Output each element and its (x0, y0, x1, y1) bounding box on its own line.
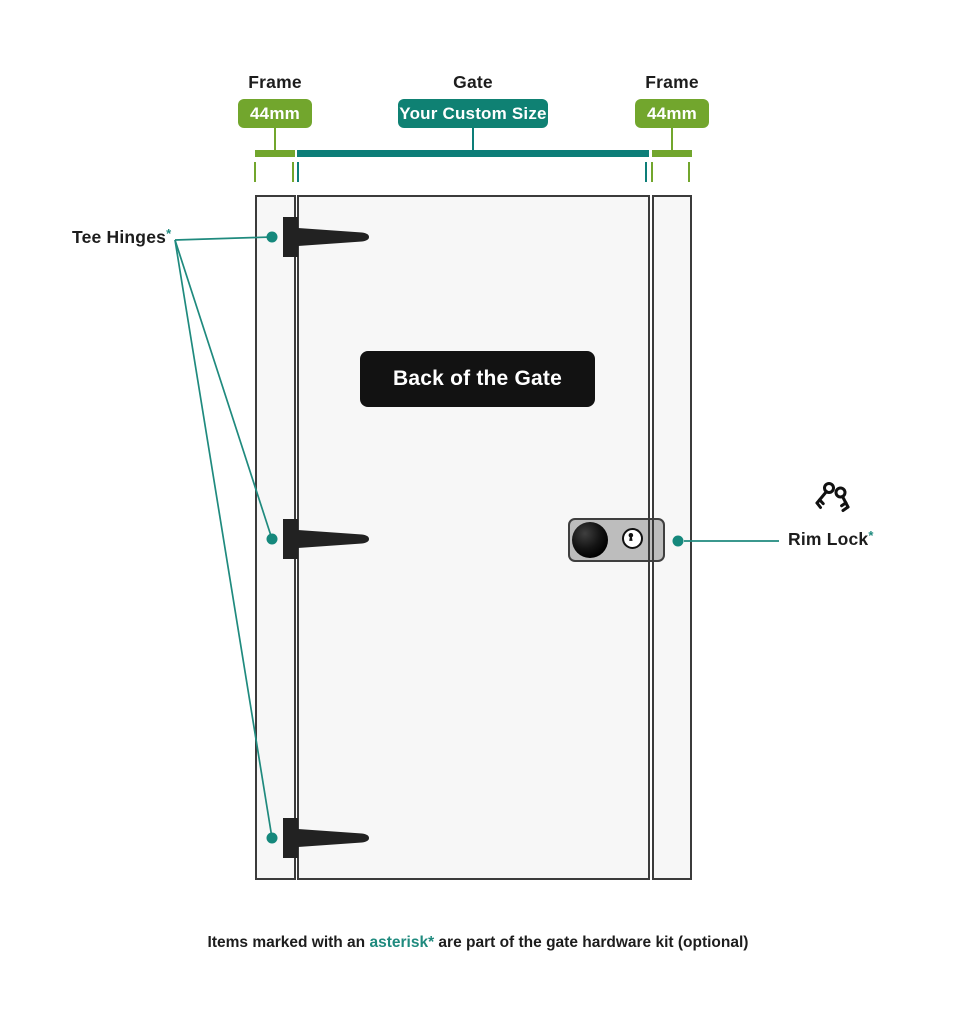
tick-frame-left-inner (292, 162, 294, 182)
tee-hinge-top-icon (283, 217, 369, 257)
frame-right-badge: 44mm (635, 99, 709, 128)
tick-gate-left (297, 162, 299, 182)
tee-hinge-middle-icon (283, 519, 369, 559)
tick-gate-right (645, 162, 647, 182)
frame-right-connector (671, 128, 673, 150)
frame-right-title: Frame (645, 72, 699, 92)
rim-lock-keyhole-icon (622, 528, 643, 549)
gate-title: Gate (453, 72, 493, 92)
rim-lock-knob (572, 522, 608, 558)
rim-lock-label-text: Rim Lock (788, 529, 869, 549)
tick-frame-right-inner (651, 162, 653, 182)
gate-edge-over-lock (648, 518, 650, 562)
footnote-prefix: Items marked with an (207, 934, 370, 951)
gate-connector (472, 128, 474, 150)
frame-left-connector (274, 128, 276, 150)
footnote: Items marked with an asterisk* are part … (0, 934, 956, 952)
tee-hinges-label: Tee Hinges* (72, 226, 172, 248)
tick-frame-left-outer (254, 162, 256, 182)
tee-hinge-bottom-icon (283, 818, 369, 858)
measure-bar-gate (297, 150, 649, 157)
keys-icon (815, 482, 850, 512)
measure-bar-left-frame (255, 150, 295, 157)
footnote-highlight: asterisk* (369, 934, 435, 951)
rim-lock-label: Rim Lock* (788, 528, 874, 550)
frame-edge-over-lock (652, 518, 654, 562)
gate-size-badge: Your Custom Size (398, 99, 548, 128)
tick-frame-right-outer (688, 162, 690, 182)
tee-hinges-asterisk: * (166, 226, 172, 241)
frame-left-badge: 44mm (238, 99, 312, 128)
measure-bar-right-frame (652, 150, 692, 157)
frame-left-title: Frame (248, 72, 302, 92)
footnote-suffix: are part of the gate hardware kit (optio… (434, 934, 749, 951)
tee-hinges-label-text: Tee Hinges (72, 227, 167, 247)
back-of-gate-label: Back of the Gate (360, 351, 595, 407)
rim-lock-asterisk: * (868, 528, 874, 543)
